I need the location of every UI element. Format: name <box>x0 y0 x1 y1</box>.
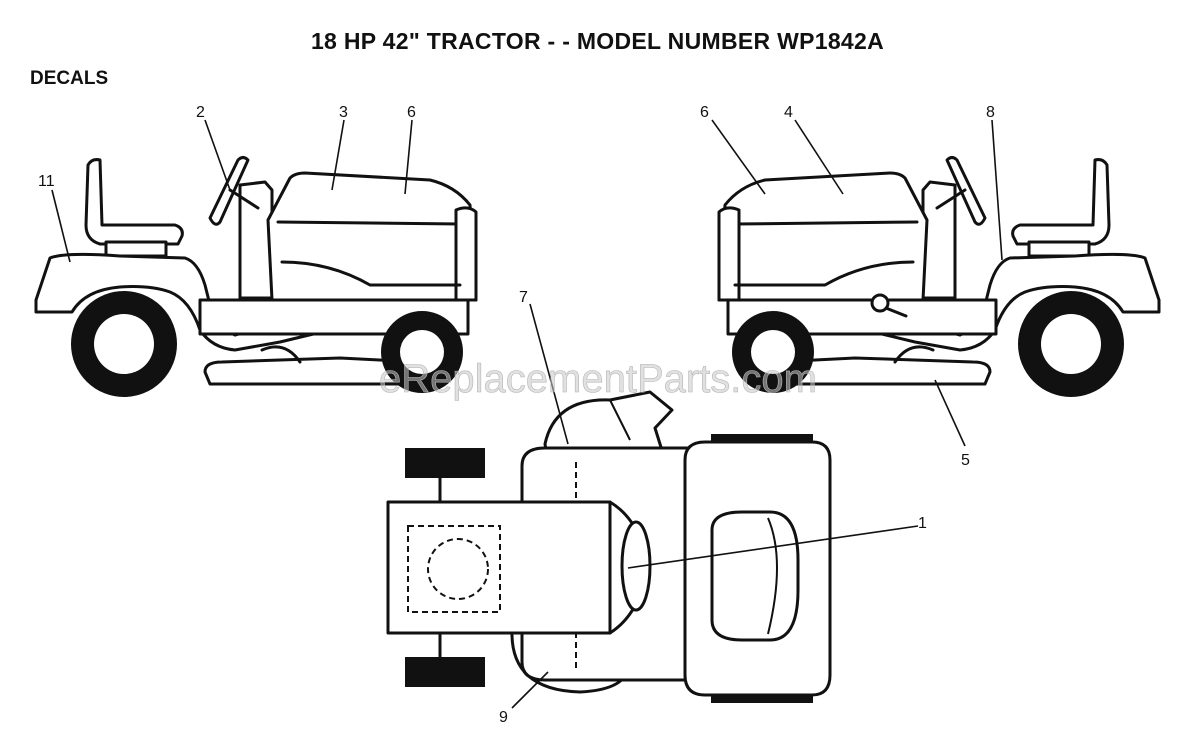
callout-left-6: 6 <box>407 104 416 121</box>
callout-right-8: 8 <box>986 104 995 121</box>
top-discharge-chute <box>543 390 674 464</box>
top-engine-outline <box>407 525 501 613</box>
left-grille <box>454 206 478 302</box>
left-hood-crease <box>276 220 462 226</box>
right-seat-base <box>1027 240 1091 258</box>
right-hood-side-line <box>733 260 915 287</box>
leader-left-3 <box>331 119 345 191</box>
leader-right-8 <box>991 119 1003 261</box>
leader-right-6 <box>711 119 766 195</box>
callout-left-11: 11 <box>38 173 55 190</box>
left-steering-shaft <box>228 188 260 210</box>
left-hood-side-line <box>280 260 462 287</box>
callout-right-4: 4 <box>784 104 793 121</box>
callout-top-9: 9 <box>499 709 508 726</box>
right-lift-lever-knob <box>870 293 890 313</box>
callout-left-2: 2 <box>196 104 205 121</box>
right-seat <box>1011 158 1111 246</box>
callout-right-5: 5 <box>961 452 970 469</box>
top-chute-fold <box>609 399 631 441</box>
leader-top-1 <box>627 525 919 569</box>
diagram-title: 18 HP 42" TRACTOR - - MODEL NUMBER WP184… <box>310 28 885 54</box>
left-front-wheel-hub <box>400 330 444 374</box>
right-grille <box>717 206 741 302</box>
top-engine-circle <box>427 538 489 600</box>
section-label: DECALS <box>30 68 109 89</box>
leader-left-2 <box>204 119 231 191</box>
left-rear-wheel-hub <box>94 314 154 374</box>
right-steering-shaft <box>935 188 967 210</box>
top-front-wheel-upper <box>405 448 485 478</box>
leader-right-5 <box>934 379 966 447</box>
callout-right-6: 6 <box>700 104 709 121</box>
leader-left-11 <box>51 189 71 263</box>
top-front-wheel-lower <box>405 657 485 687</box>
left-rear-fender <box>34 252 332 352</box>
right-side-view <box>711 119 1161 447</box>
watermark: eReplacementParts.com <box>379 357 817 401</box>
leader-left-6 <box>404 119 413 195</box>
right-lift-lever <box>884 306 908 318</box>
right-hood <box>717 171 929 302</box>
top-seat <box>710 510 800 642</box>
leader-top-9 <box>511 671 549 709</box>
left-seat-base <box>104 240 168 258</box>
left-deck-hanger <box>260 345 302 364</box>
left-side-view <box>34 119 478 397</box>
top-steering-wheel <box>620 520 652 612</box>
leader-right-4 <box>794 119 844 195</box>
right-front-wheel-hub <box>751 330 795 374</box>
left-seat <box>84 158 184 246</box>
right-rear-fender <box>863 252 1161 352</box>
leader-top-7 <box>529 303 569 445</box>
callout-top-1: 1 <box>918 515 927 532</box>
right-rear-wheel-hub <box>1041 314 1101 374</box>
right-deck-hanger <box>893 345 935 364</box>
callout-left-3: 3 <box>339 104 348 121</box>
left-hood <box>266 171 478 302</box>
top-seat-back <box>767 517 778 635</box>
callout-top-7: 7 <box>519 289 528 306</box>
top-view <box>386 303 919 709</box>
right-hood-crease <box>733 220 919 226</box>
